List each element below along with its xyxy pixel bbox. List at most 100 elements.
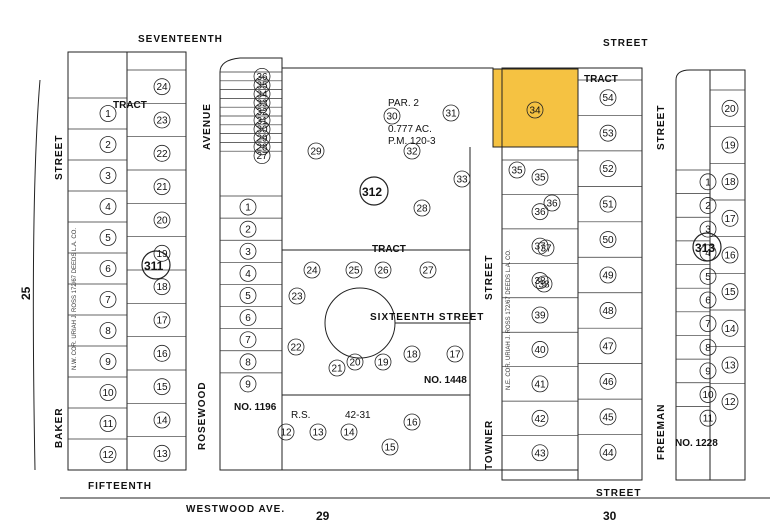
lot-circle[interactable] bbox=[99, 229, 117, 246]
lot-circle[interactable] bbox=[699, 220, 717, 238]
lot-circle[interactable] bbox=[531, 237, 549, 255]
lot-circle[interactable] bbox=[374, 261, 392, 279]
lot-circle[interactable] bbox=[535, 275, 553, 293]
lot-circle[interactable] bbox=[721, 393, 739, 411]
lot-circle[interactable] bbox=[599, 302, 617, 319]
lot-circle[interactable] bbox=[239, 242, 257, 260]
lot-circle[interactable] bbox=[253, 85, 271, 103]
lot-circle[interactable] bbox=[531, 306, 549, 324]
lot-circle[interactable] bbox=[531, 375, 549, 393]
lot-circle[interactable] bbox=[99, 260, 117, 277]
lot-circle[interactable] bbox=[239, 353, 257, 371]
lot-circle[interactable] bbox=[153, 178, 171, 196]
lot-circle[interactable] bbox=[413, 199, 431, 217]
lot-circle[interactable] bbox=[531, 168, 549, 186]
lot-circle[interactable] bbox=[153, 211, 171, 229]
lot-circle[interactable] bbox=[699, 315, 717, 333]
lot-circle[interactable] bbox=[153, 244, 171, 262]
lot-circle[interactable] bbox=[239, 198, 257, 216]
lot-circle[interactable] bbox=[307, 142, 325, 160]
lot-circle[interactable] bbox=[99, 105, 117, 122]
lot-circle[interactable] bbox=[153, 278, 171, 296]
lot-circle[interactable] bbox=[99, 353, 117, 370]
lot-circle[interactable] bbox=[699, 362, 717, 380]
lot-circle[interactable] bbox=[277, 423, 295, 441]
lot-circle[interactable] bbox=[239, 220, 257, 238]
lot-circle[interactable] bbox=[599, 89, 617, 107]
lot-circle[interactable] bbox=[153, 78, 171, 96]
lot-circle[interactable] bbox=[99, 446, 117, 463]
lot-circle[interactable] bbox=[721, 209, 739, 227]
lot-circle[interactable] bbox=[721, 246, 739, 264]
lot-circle[interactable] bbox=[531, 444, 549, 462]
lot-circle[interactable] bbox=[153, 111, 171, 129]
lot-circle[interactable] bbox=[253, 120, 271, 138]
lot-circle[interactable] bbox=[699, 386, 717, 403]
lot-circle[interactable] bbox=[99, 384, 117, 401]
lot-circle[interactable] bbox=[531, 341, 549, 358]
lot-circle[interactable] bbox=[153, 144, 171, 162]
lot-circle[interactable] bbox=[340, 423, 358, 441]
lot-circle[interactable] bbox=[345, 261, 363, 279]
lot-circle[interactable] bbox=[239, 264, 257, 282]
lot-circle[interactable] bbox=[599, 195, 617, 213]
lot-circle[interactable] bbox=[99, 167, 117, 184]
lot-circle[interactable] bbox=[721, 99, 739, 117]
lot-circle[interactable] bbox=[721, 356, 739, 374]
lot-circle[interactable] bbox=[721, 136, 739, 154]
lot-circle[interactable] bbox=[381, 438, 399, 456]
lot-circle[interactable] bbox=[153, 378, 171, 396]
lot-circle[interactable] bbox=[721, 283, 739, 301]
lot-circle[interactable] bbox=[526, 101, 544, 119]
lot-circle[interactable] bbox=[346, 353, 364, 371]
lot-circle[interactable] bbox=[442, 104, 460, 122]
lot-circle[interactable] bbox=[239, 287, 257, 304]
lot-circle[interactable] bbox=[153, 311, 171, 329]
lot-circle[interactable] bbox=[721, 173, 739, 191]
lot-circle[interactable] bbox=[699, 267, 717, 285]
lot-circle[interactable] bbox=[599, 266, 617, 284]
lot-circle[interactable] bbox=[239, 375, 257, 393]
lot-circle[interactable] bbox=[699, 197, 717, 214]
lot-circle[interactable] bbox=[153, 344, 171, 362]
lot-circle[interactable] bbox=[309, 423, 327, 441]
lot-circle[interactable] bbox=[253, 94, 271, 112]
lot-circle[interactable] bbox=[599, 372, 617, 390]
lot-circle[interactable] bbox=[253, 129, 271, 147]
lot-circle[interactable] bbox=[599, 443, 617, 461]
lot-circle[interactable] bbox=[328, 359, 346, 377]
lot-circle[interactable] bbox=[99, 415, 117, 432]
lot-circle[interactable] bbox=[419, 261, 437, 279]
lot-circle[interactable] bbox=[453, 170, 471, 188]
lot-circle[interactable] bbox=[253, 68, 271, 85]
lot-circle[interactable] bbox=[699, 409, 717, 427]
lot-circle[interactable] bbox=[253, 138, 271, 156]
lot-circle[interactable] bbox=[531, 409, 549, 427]
lot-circle[interactable] bbox=[403, 142, 421, 160]
lot-circle[interactable] bbox=[403, 345, 421, 363]
lot-circle[interactable] bbox=[288, 287, 306, 305]
highlighted-parcel-34[interactable] bbox=[492, 68, 579, 148]
lot-circle[interactable] bbox=[239, 331, 257, 349]
lot-circle[interactable] bbox=[721, 319, 739, 337]
lot-circle[interactable] bbox=[699, 291, 717, 309]
lot-circle[interactable] bbox=[508, 161, 526, 179]
lot-circle[interactable] bbox=[383, 107, 401, 125]
lot-circle[interactable] bbox=[99, 291, 117, 308]
lot-circle[interactable] bbox=[599, 124, 617, 142]
lot-circle[interactable] bbox=[446, 345, 464, 363]
lot-circle[interactable] bbox=[599, 160, 617, 178]
lot-circle[interactable] bbox=[543, 194, 561, 212]
lot-circle[interactable] bbox=[287, 338, 305, 356]
lot-circle[interactable] bbox=[599, 231, 617, 248]
lot-circle[interactable] bbox=[253, 147, 271, 165]
lot-circle[interactable] bbox=[239, 309, 257, 327]
lot-circle[interactable] bbox=[153, 411, 171, 429]
lot-circle[interactable] bbox=[531, 203, 549, 221]
lot-circle[interactable] bbox=[153, 444, 171, 462]
lot-circle[interactable] bbox=[99, 198, 117, 215]
lot-circle[interactable] bbox=[253, 103, 271, 120]
lot-circle[interactable] bbox=[403, 413, 421, 431]
lot-circle[interactable] bbox=[599, 408, 617, 426]
lot-circle[interactable] bbox=[537, 239, 555, 257]
